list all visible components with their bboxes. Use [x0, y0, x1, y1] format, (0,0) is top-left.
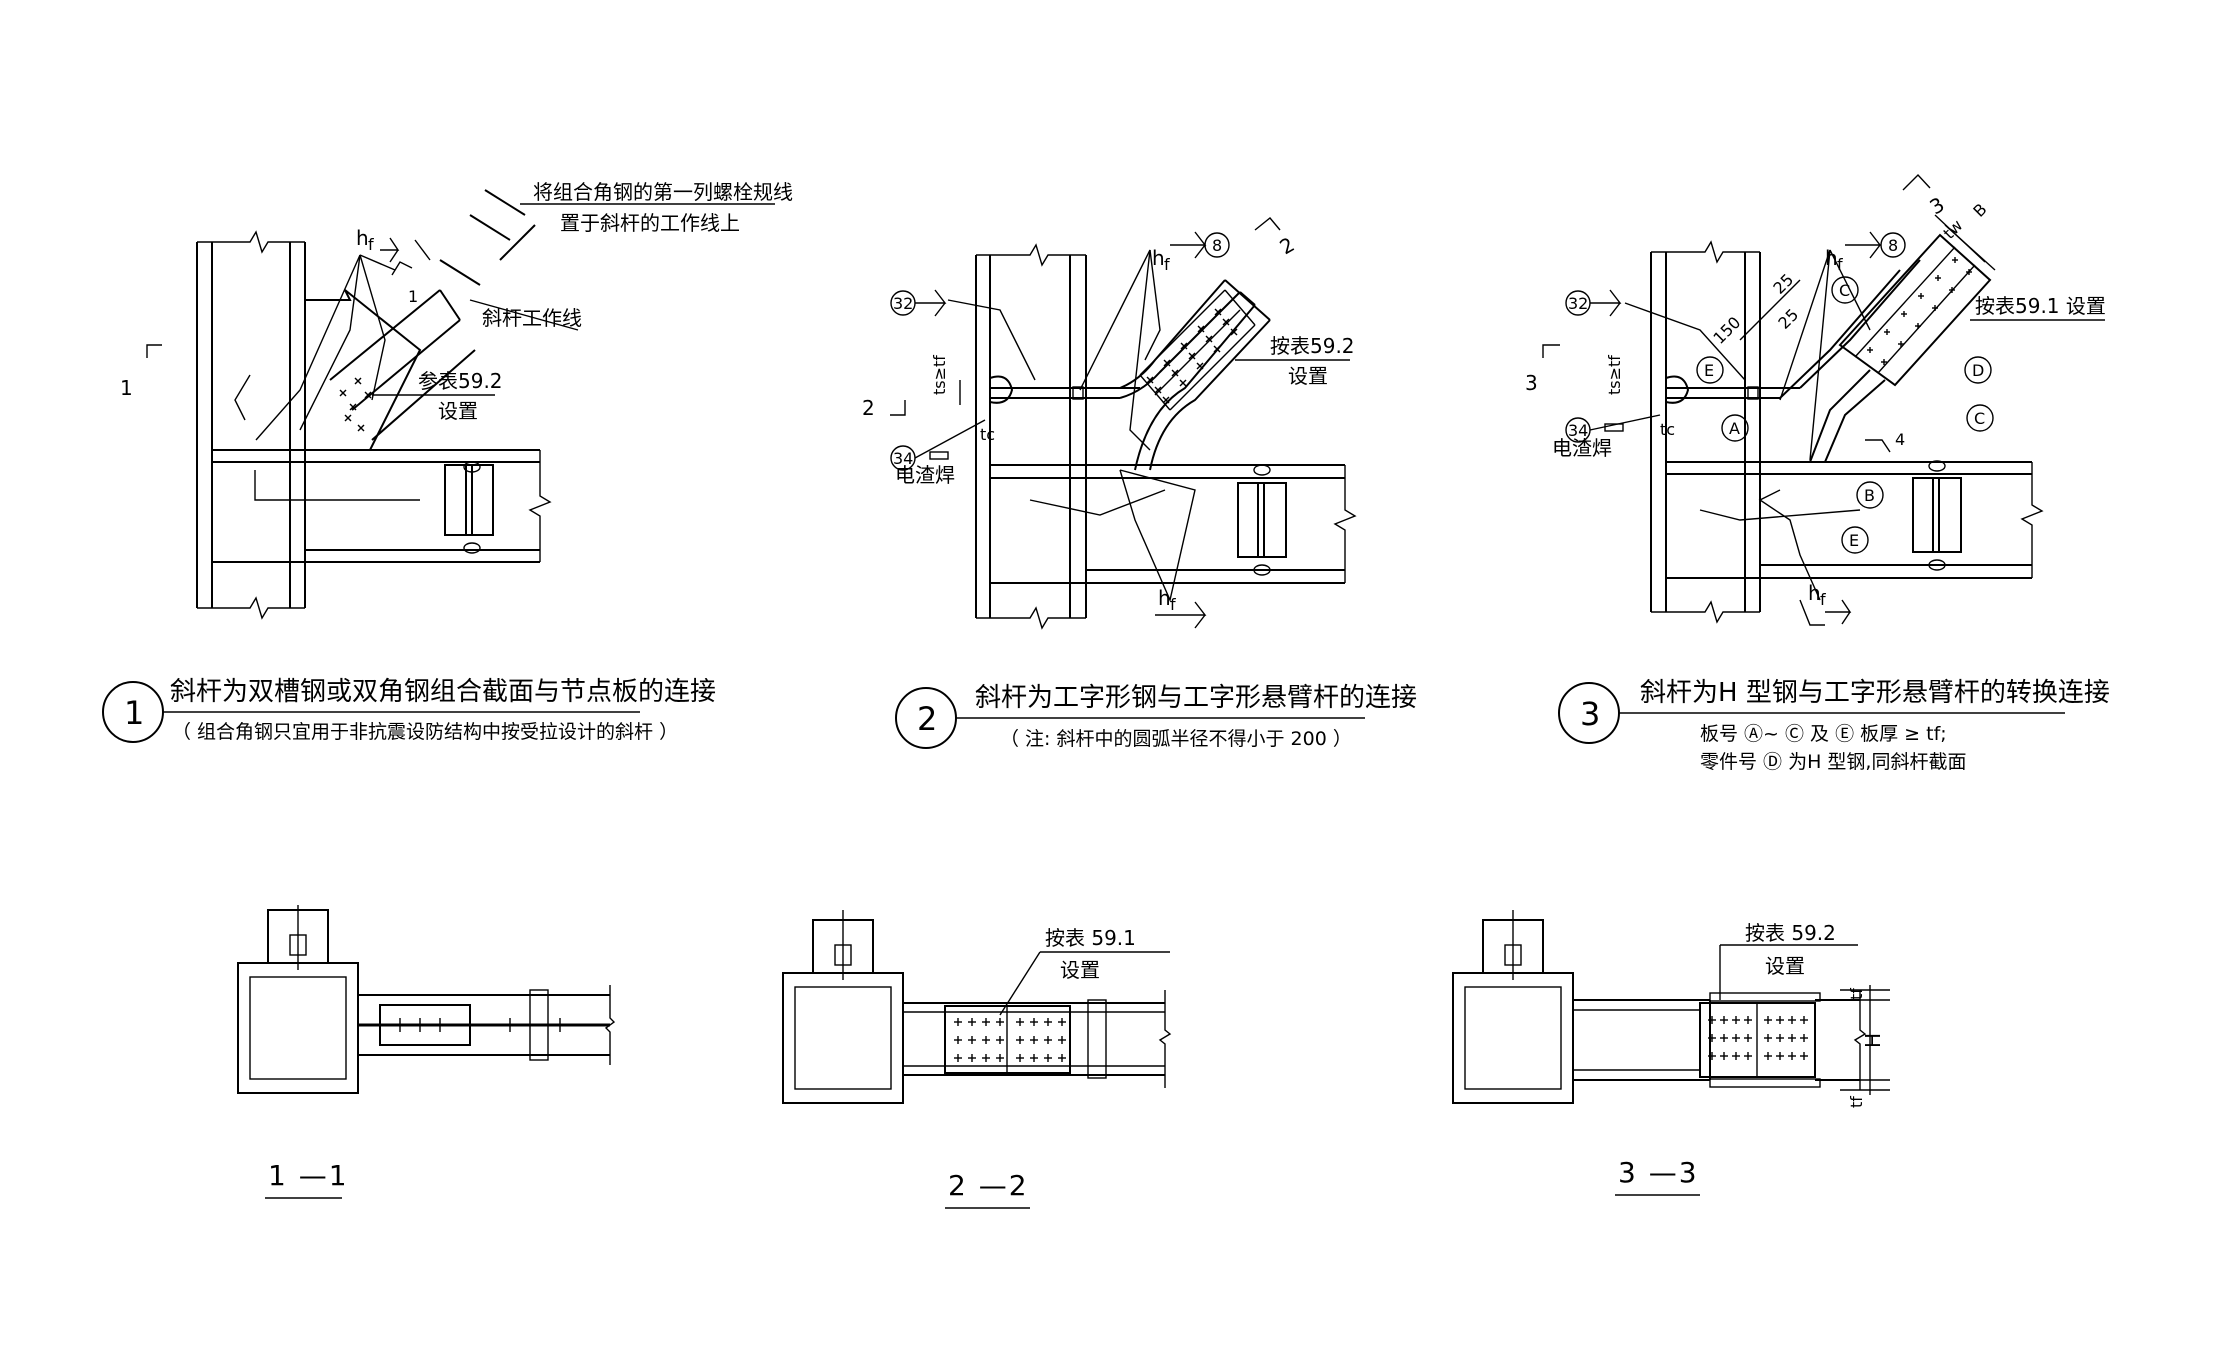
sec3-dim-H: H: [1861, 1033, 1885, 1048]
weld-size-subscript: f: [368, 235, 374, 254]
part-label-circle: [1696, 356, 1724, 384]
dim-ts: ts≥tf: [930, 355, 949, 395]
weld-size-label-3a: h: [1825, 246, 1838, 270]
section-3-3: 按表 59.2 设置 tf H tf 3 —3: [1452, 910, 1890, 1196]
note-ref-table-3: 按表59.1 设置: [1975, 294, 2106, 318]
part-label-circle: [1841, 526, 1869, 554]
detail-2-subtitle: （ 注: 斜杆中的圆弧半径不得小于 200 ）: [1000, 728, 1352, 750]
weld-symbol-8: 8: [1212, 236, 1222, 255]
note-work-line: 斜杆工作线: [482, 306, 582, 330]
section-1-label: 1 —1: [268, 1159, 349, 1192]
note-ref-set: 设置: [438, 399, 478, 423]
weld-size-label-2b: h: [1158, 586, 1171, 610]
detail-3-title: 斜杆为H 型钢与工字形悬臂杆的转换连接: [1640, 678, 2110, 708]
weld-size-sub-2b: f: [1170, 595, 1176, 614]
weld-size-label: h: [356, 226, 369, 250]
detail-2-number: 2: [917, 700, 937, 738]
part-label-circle: [1966, 404, 1994, 432]
part-label-circle: [1964, 356, 1992, 384]
detail-1-title: 斜杆为双槽钢或双角钢组合截面与节点板的连接: [170, 677, 716, 707]
dim-tc-d3: tc: [1660, 420, 1675, 439]
section-cut-2-label-upper: 2: [1276, 232, 1299, 259]
weld-size-sub-3b: f: [1820, 590, 1826, 609]
detail-2-elevation: 32 34 电渣焊 8 tc ts≥tf h f h f 2 2 按表59.2 …: [862, 217, 1417, 750]
section-2-label: 2 —2: [948, 1169, 1029, 1202]
part-label-circle: [1721, 414, 1749, 442]
note-ref-table: 参表59.2: [418, 369, 503, 393]
dim-4: 4: [1895, 430, 1905, 449]
section-2-2: 按表 59.1 设置 2 —2: [782, 910, 1172, 1209]
sec3-ref-table: 按表 59.2: [1745, 921, 1836, 945]
electro-slag-weld-label: 电渣焊: [895, 463, 955, 487]
dim-150: 150: [1709, 313, 1744, 348]
detail-3-number: 3: [1580, 695, 1600, 733]
section-cut-1-label-upper: 1: [408, 287, 418, 306]
sec2-ref-set: 设置: [1060, 958, 1100, 982]
sec3-dim-tf-top: tf: [1847, 988, 1866, 1000]
detail-2-title: 斜杆为工字形钢与工字形悬臂杆的连接: [975, 683, 1417, 713]
section-cut-2-label: 2: [862, 396, 875, 420]
weld-symbol-32: 32: [893, 294, 913, 313]
note-bolt-line-2: 置于斜杆的工作线上: [560, 211, 740, 235]
part-label-circle: [1831, 276, 1859, 304]
weld-symbol-8-d3: 8: [1888, 236, 1898, 255]
detail-1-subtitle: （ 组合角钢只宜用于非抗震设防结构中按受拉设计的斜杆 ）: [172, 721, 678, 743]
weld-size-label-2a: h: [1152, 246, 1165, 270]
part-label-e: E: [1849, 531, 1859, 550]
weld-size-sub-3a: f: [1837, 255, 1843, 274]
weld-symbol-34-d3: 34: [1568, 421, 1588, 440]
part-label-c: C: [1839, 281, 1850, 300]
part-label-c: C: [1974, 409, 1985, 428]
dim-25b: 25: [1774, 305, 1802, 333]
detail-1-elevation: 1 1 h f 将组合角钢的第一列螺栓规线 置于斜杆的工作线上 斜杆工作线 参表…: [102, 180, 793, 743]
part-label-b: B: [1864, 486, 1875, 505]
dim-tc: tc: [980, 425, 995, 444]
note-ref-table-2: 按表59.2: [1270, 334, 1355, 358]
part-label-d: D: [1972, 361, 1984, 380]
weld-symbol-34: 34: [893, 449, 913, 468]
section-cut-3-label: 3: [1525, 371, 1538, 395]
section-cut-1-label: 1: [120, 376, 133, 400]
dim-B: B: [1969, 200, 1990, 221]
sec2-ref-table: 按表 59.1: [1045, 926, 1136, 950]
part-label-e: E: [1704, 361, 1714, 380]
section-3-label: 3 —3: [1618, 1156, 1699, 1189]
part-label-a: A: [1729, 419, 1740, 438]
detail-3-note-2: 零件号 Ⓓ 为H 型钢,同斜杆截面: [1700, 751, 1966, 773]
section-1-1: 1 —1: [237, 905, 616, 1199]
weld-size-sub-2a: f: [1164, 255, 1170, 274]
note-bolt-line: 将组合角钢的第一列螺栓规线: [533, 180, 793, 204]
sec3-ref-set: 设置: [1765, 954, 1805, 978]
electro-slag-weld-label-d3: 电渣焊: [1552, 436, 1612, 460]
weld-symbol-32-d3: 32: [1568, 294, 1588, 313]
weld-size-label-3b: h: [1808, 581, 1821, 605]
dim-25a: 25: [1769, 270, 1797, 298]
detail-3-note-1: 板号 Ⓐ~ Ⓒ 及 Ⓔ 板厚 ≥ tf;: [1700, 723, 1947, 745]
detail-1-number: 1: [124, 694, 144, 732]
dim-ts-d3: ts≥tf: [1605, 355, 1624, 395]
note-ref-set-2: 设置: [1288, 364, 1328, 388]
section-cut-3-label-upper: 3: [1926, 192, 1949, 219]
sec3-dim-tf-bottom: tf: [1847, 1096, 1866, 1108]
part-label-circle: [1856, 481, 1884, 509]
